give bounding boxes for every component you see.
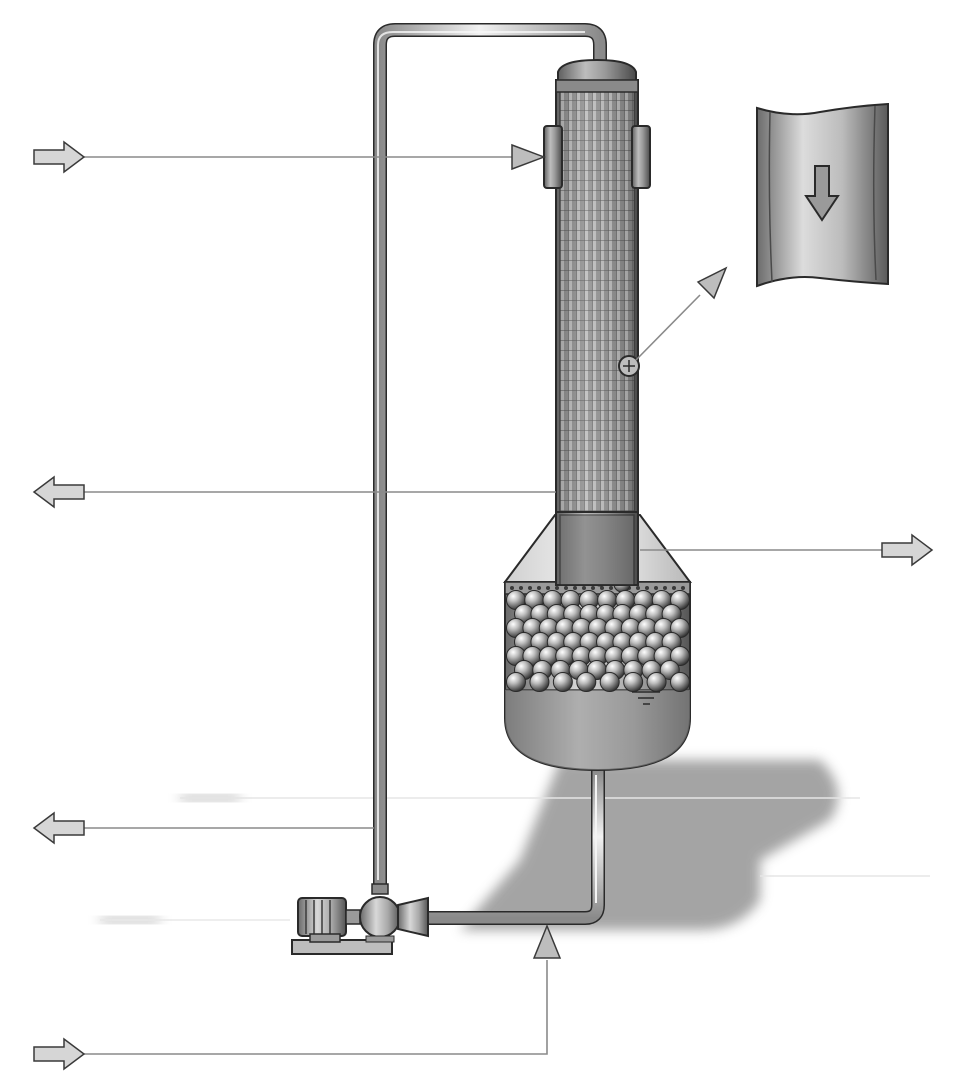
plate-hole [654, 586, 658, 590]
plate-hole [582, 586, 586, 590]
film-detail-inset [756, 102, 889, 288]
plate-hole [510, 586, 514, 590]
upper-jacket-inlet-left [543, 125, 563, 189]
plate-hole [564, 586, 568, 590]
up-arrow-icon [532, 924, 562, 959]
plate-hole [609, 586, 613, 590]
diagonal-arrow-icon [696, 266, 728, 300]
plate-hole [672, 586, 676, 590]
plate-hole [546, 586, 550, 590]
bead [506, 672, 526, 692]
left-arrow-icon [32, 811, 85, 845]
plate-hole [645, 586, 649, 590]
plate-hole [663, 586, 667, 590]
bead [599, 672, 620, 692]
flow-lines [82, 156, 882, 1055]
return-pipe [420, 770, 605, 925]
bead [623, 672, 644, 692]
down-arrow-icon [804, 165, 840, 222]
recirculation-pipe [373, 23, 607, 890]
bead [670, 672, 690, 692]
upper-jacket-inlet-right [631, 125, 651, 189]
bead-bed [506, 514, 690, 692]
plate-hole [555, 586, 559, 590]
plate-hole [528, 586, 532, 590]
plate-hole [537, 586, 541, 590]
plate-hole [600, 586, 604, 590]
right-arrow-icon [881, 533, 934, 567]
plate-hole [681, 586, 685, 590]
left-arrow-icon [32, 475, 85, 509]
evaporator-column [543, 58, 651, 586]
bead [576, 672, 597, 692]
bead [646, 672, 667, 692]
circulation-pump [291, 883, 429, 955]
right-arrow-icon [33, 1037, 86, 1071]
plate-hole [591, 586, 595, 590]
right-arrow-icon [33, 140, 86, 174]
bead [670, 646, 690, 666]
bead [552, 672, 573, 692]
bead [529, 672, 550, 692]
right-arrow-icon [511, 143, 547, 171]
ground-shadow [100, 760, 930, 930]
plate-hole [636, 586, 640, 590]
plate-hole [573, 586, 577, 590]
plate-hole [519, 586, 523, 590]
